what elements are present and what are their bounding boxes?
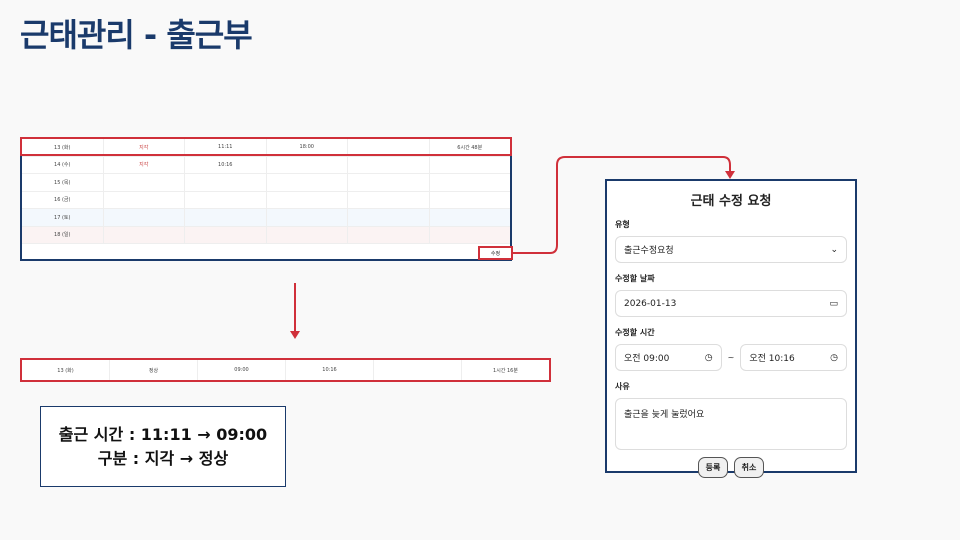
date-input[interactable]: 2026-01-13 ▭ <box>615 290 847 317</box>
type-label: 유형 <box>615 220 630 229</box>
cell-out <box>267 191 348 208</box>
table-row: 17 (토) <box>22 209 510 227</box>
cell-note <box>374 360 462 380</box>
table-row: 15 (목) <box>22 174 510 192</box>
summary-line-time: 출근 시간 : 11:11 → 09:00 <box>58 424 268 444</box>
arrow-to-modal <box>513 156 731 254</box>
cell-note <box>348 174 430 191</box>
time-from-value: 오전 09:00 <box>624 354 670 364</box>
cell-status <box>104 226 185 243</box>
cell-in <box>185 191 267 208</box>
edit-request-modal: 근태 수정 요청 유형 출근수정요청 ⌄ 수정할 날짜 2026-01-13 ▭ 수… <box>605 179 857 478</box>
clock-icon[interactable]: ◷ <box>704 352 713 363</box>
cell-out <box>267 174 348 191</box>
cell-day: 13 (화) <box>22 360 110 380</box>
cell-out: 10:16 <box>286 360 374 380</box>
cell-out <box>267 209 348 226</box>
cell-day: 15 (목) <box>22 174 104 191</box>
cell-status <box>104 191 185 208</box>
cell-in <box>185 174 267 191</box>
cell-note <box>348 226 430 243</box>
cell-status <box>104 174 185 191</box>
time-label: 수정할 시간 <box>615 328 655 337</box>
date-value: 2026-01-13 <box>624 298 677 309</box>
table-row: 16 (금) <box>22 191 510 209</box>
submit-button[interactable]: 등록 <box>698 457 728 478</box>
cancel-button[interactable]: 취소 <box>734 457 764 478</box>
reason-textarea[interactable]: 출근을 늦게 눌렀어요 <box>615 398 847 450</box>
time-separator: ~ <box>727 353 735 362</box>
cell-total: 1시간 16분 <box>493 367 518 374</box>
arrowhead-icon <box>725 171 735 179</box>
time-to-input[interactable]: 오전 10:16 ◷ <box>740 344 848 371</box>
cell-status <box>104 209 185 226</box>
cell-in <box>185 209 267 226</box>
edit-button[interactable]: 수정 <box>478 246 513 260</box>
summary-line-status: 구분 : 지각 → 정상 <box>97 448 229 468</box>
time-from-input[interactable]: 오전 09:00 ◷ <box>615 344 722 371</box>
table-row: 18 (일) <box>22 226 510 244</box>
highlight-row-frame <box>20 137 512 156</box>
cell-in: 09:00 <box>198 360 286 380</box>
reason-label: 사유 <box>615 382 630 391</box>
cell-note <box>348 139 430 156</box>
cell-total: 6시간 48분 <box>457 144 483 151</box>
cell-day: 17 (토) <box>22 209 104 226</box>
cell-out <box>267 156 348 173</box>
type-select[interactable]: 출근수정요청 ⌄ <box>615 236 847 263</box>
cell-status: 정상 <box>110 360 198 380</box>
cell-note <box>348 156 430 173</box>
cell-status: 지각 <box>104 156 185 173</box>
clock-icon[interactable]: ◷ <box>830 352 839 363</box>
page-title: 근태관리 - 출근부 <box>20 16 253 54</box>
time-to-value: 오전 10:16 <box>749 354 795 364</box>
calendar-icon[interactable]: ▭ <box>829 298 838 309</box>
corrected-row: 13 (화) 정상 09:00 10:16 1시간 16분 <box>20 358 551 382</box>
cell-out <box>267 226 348 243</box>
cell-out: 18:00 <box>267 139 348 156</box>
modal-title: 근태 수정 요청 <box>690 194 772 209</box>
cell-note <box>348 209 430 226</box>
cell-in: 10:16 <box>185 156 267 173</box>
change-summary: 출근 시간 : 11:11 → 09:00 구분 : 지각 → 정상 <box>40 406 286 487</box>
type-value: 출근수정요청 <box>624 246 674 256</box>
cell-day: 18 (일) <box>22 226 104 243</box>
cell-status: 지각 <box>104 139 185 156</box>
reason-value: 출근을 늦게 눌렀어요 <box>624 410 705 420</box>
cell-day: 13 (화) <box>22 139 104 156</box>
chevron-down-icon: ⌄ <box>830 244 838 255</box>
date-label: 수정할 날짜 <box>615 274 655 283</box>
cell-day: 14 (수) <box>22 156 104 173</box>
arrowhead-icon <box>290 331 300 339</box>
cell-in <box>185 226 267 243</box>
cell-in: 11:11 <box>185 139 267 156</box>
cell-day: 16 (금) <box>22 191 104 208</box>
cell-note <box>348 191 430 208</box>
